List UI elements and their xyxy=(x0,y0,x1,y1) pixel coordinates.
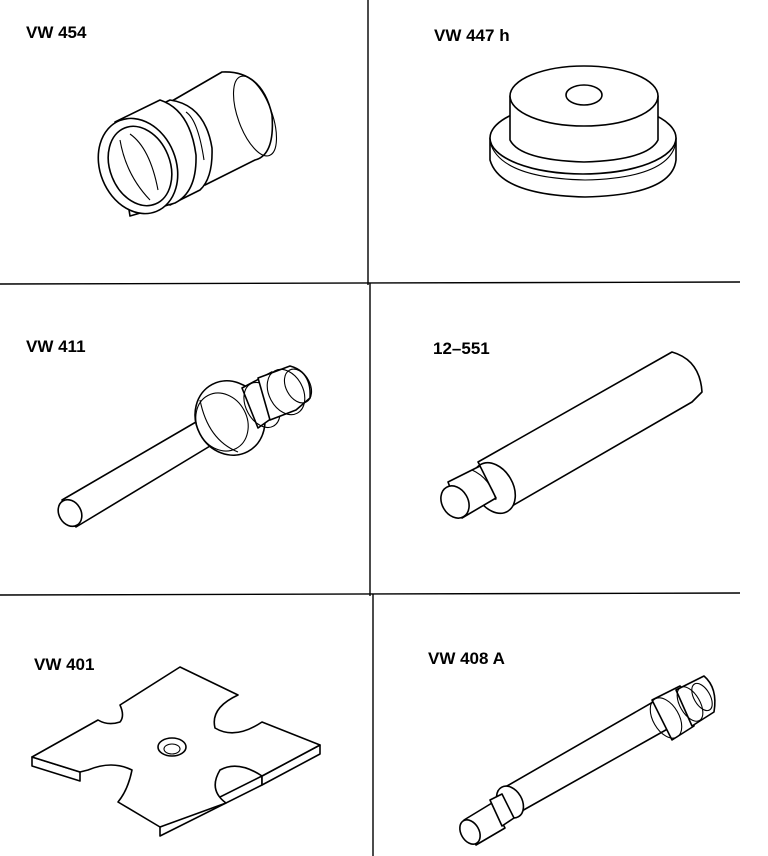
flanged-drift-drawing xyxy=(57,365,313,528)
horizontal-divider-1 xyxy=(0,281,741,285)
panel-vw-401: VW 401 xyxy=(31,655,321,837)
tool-label-vw-408a: VW 408 A xyxy=(428,649,505,668)
stepped-disc-drawing xyxy=(489,65,677,198)
grid-lines xyxy=(0,0,741,856)
tool-label-vw-454: VW 454 xyxy=(26,23,87,42)
tool-label-vw-447h: VW 447 h xyxy=(434,26,510,45)
horizontal-divider-2 xyxy=(0,592,741,596)
sleeve-bushing-drawing xyxy=(97,71,278,217)
panel-vw-411: VW 411 xyxy=(26,337,313,528)
long-stepped-drift-drawing xyxy=(459,675,716,846)
panel-vw-454: VW 454 xyxy=(26,23,278,217)
panel-vw-408a: VW 408 A xyxy=(428,649,716,846)
tool-label-vw-411: VW 411 xyxy=(26,337,86,356)
tool-label-12-551: 12–551 xyxy=(433,339,490,358)
stepped-pin-drawing xyxy=(440,351,703,519)
panel-12-551: 12–551 xyxy=(433,339,703,519)
panel-vw-447h: VW 447 h xyxy=(434,26,677,198)
cross-plate-drawing xyxy=(31,666,321,837)
tool-label-vw-401: VW 401 xyxy=(34,655,94,674)
